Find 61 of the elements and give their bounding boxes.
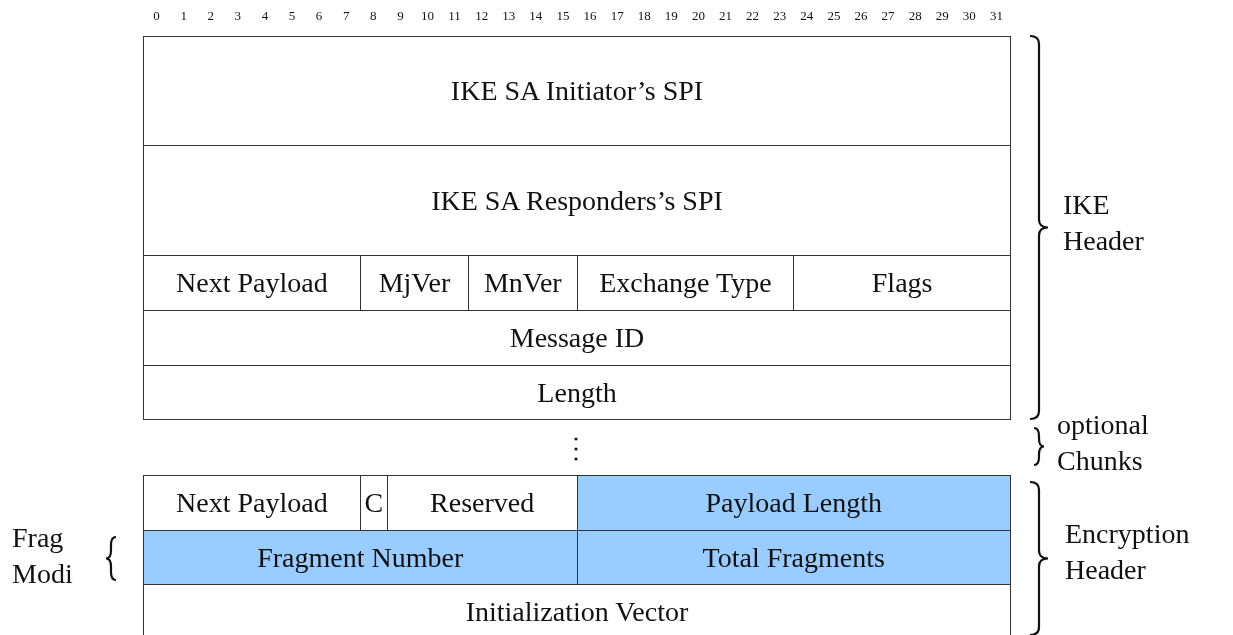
bit-number: 28 — [908, 8, 922, 24]
bit-number: 30 — [962, 8, 976, 24]
bit-number: 6 — [315, 8, 323, 24]
field-name: MjVer — [378, 267, 451, 299]
bit-number: 5 — [288, 8, 296, 24]
field-name: Message ID — [509, 322, 645, 354]
section-label: Frag Modi — [12, 521, 74, 591]
field-name: Exchange Type — [599, 267, 772, 299]
bit-number: 23 — [773, 8, 787, 24]
field-name: Length — [537, 376, 617, 409]
packet-field — [576, 530, 1011, 585]
packet-field — [143, 310, 1011, 366]
packet-field — [576, 475, 1011, 531]
packet-field — [143, 530, 578, 585]
bit-number: 18 — [637, 8, 651, 24]
field-name: Fragment Number — [257, 541, 464, 574]
packet-field — [143, 475, 361, 531]
bit-number: 16 — [583, 8, 597, 24]
bit-number: 15 — [556, 8, 570, 24]
bit-number: 4 — [261, 8, 269, 24]
packet-field — [143, 36, 1011, 146]
packet-field — [143, 584, 1011, 635]
bit-number: 1 — [180, 8, 187, 24]
bit-number: 19 — [664, 8, 678, 24]
field-name: IKE SA Initiator’s SPI — [450, 75, 704, 107]
field-name: C — [364, 487, 384, 519]
bit-number: 21 — [719, 8, 732, 24]
bit-number: 31 — [989, 8, 1003, 24]
bit-number: 17 — [610, 8, 624, 24]
packet-field — [143, 365, 1011, 420]
bit-number: 3 — [234, 8, 242, 24]
bit-number: 0 — [153, 8, 160, 24]
bit-number: 9 — [397, 8, 404, 24]
bit-number: 10 — [421, 8, 434, 24]
field-name: Payload Length — [705, 487, 882, 519]
field-name: Flags — [871, 267, 933, 299]
bit-number: 26 — [854, 8, 868, 24]
bit-number: 7 — [342, 8, 350, 24]
bit-number: 25 — [827, 8, 841, 24]
bit-number: 2 — [207, 8, 214, 24]
bit-number: 24 — [800, 8, 814, 24]
bit-number: 12 — [475, 8, 489, 24]
bit-number: 20 — [691, 8, 705, 24]
packet-field — [143, 145, 1011, 256]
field-name: Next Payload — [176, 487, 328, 519]
bit-number: 22 — [746, 8, 760, 24]
field-name: IKE SA Responders’s SPI — [431, 184, 723, 217]
bit-number: 29 — [935, 8, 949, 24]
field-name: MnVer — [483, 267, 562, 299]
bit-number: 8 — [370, 8, 377, 24]
field-name: Total Fragments — [702, 541, 885, 574]
bit-number: 27 — [881, 8, 895, 24]
bit-number: 13 — [502, 8, 516, 24]
bit-number: 14 — [529, 8, 543, 24]
field-name: Next Payload — [176, 267, 328, 299]
bit-number: 11 — [448, 8, 461, 24]
section-label: Encryption Header — [1065, 517, 1191, 587]
section-label: IKE Header — [1063, 188, 1145, 258]
field-name: Initialization Vector — [465, 596, 689, 628]
field-name: Reserved — [430, 487, 535, 519]
section-label: optional Chunks — [1057, 408, 1150, 478]
